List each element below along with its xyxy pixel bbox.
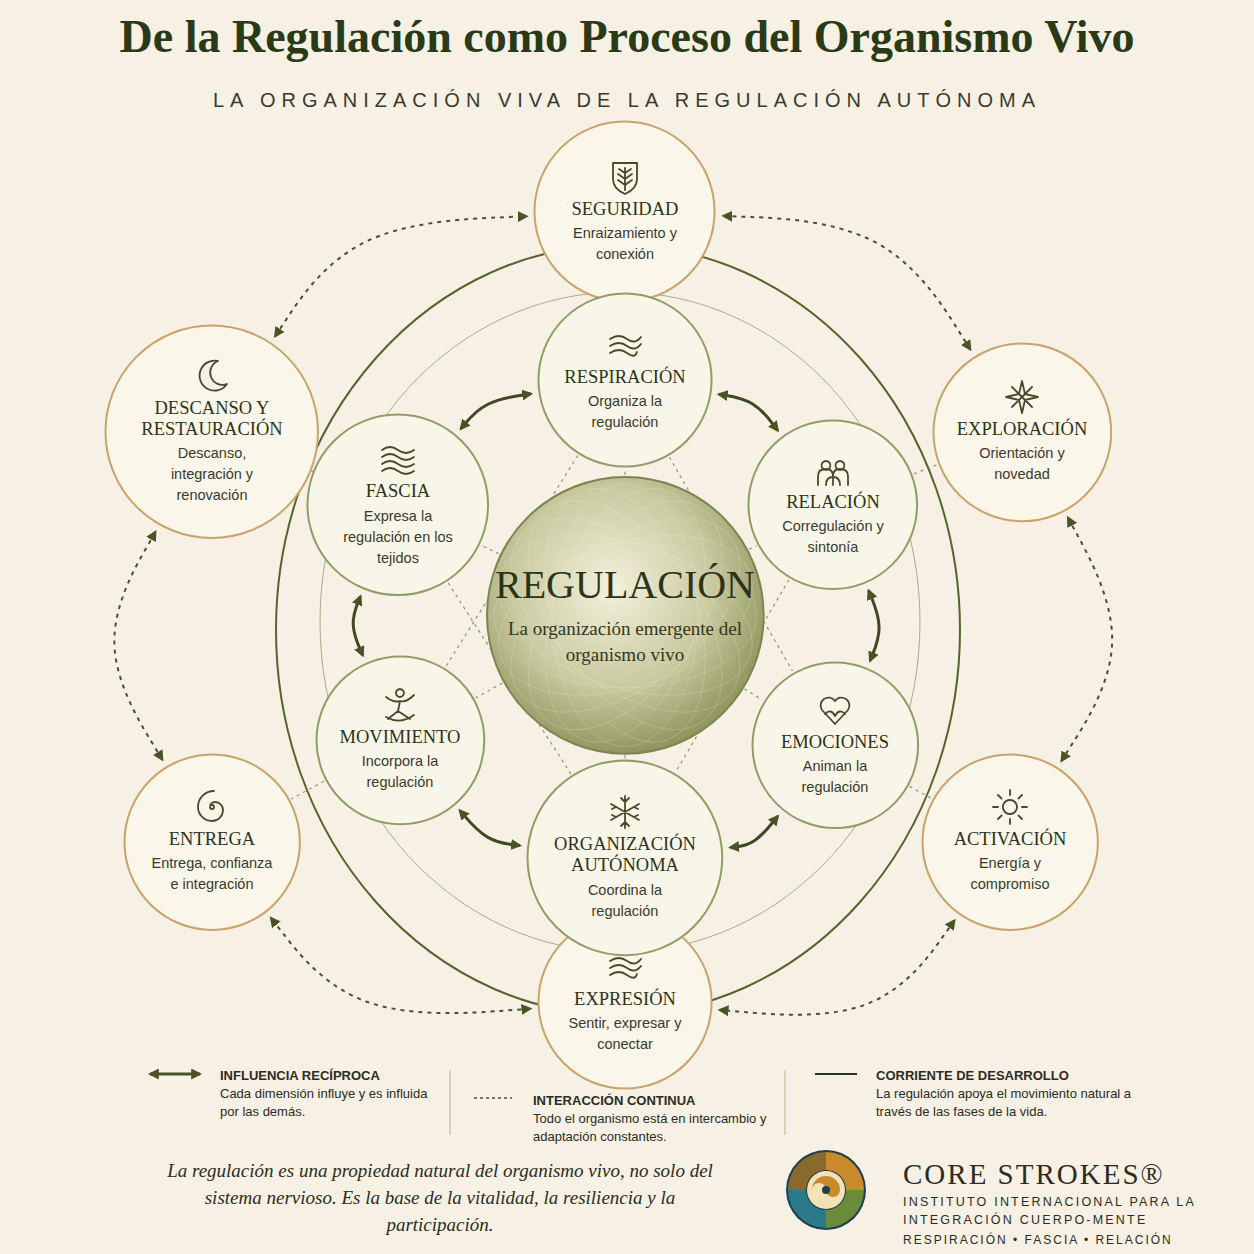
node-description: Incorpora la regulación (341, 751, 459, 793)
legend-separator (785, 1070, 786, 1135)
dimension-circle: RELACIÓN Corregulación y sintonía (747, 419, 919, 591)
dimension-circle: FASCIA Expresa la regulación en los tejid… (306, 413, 490, 597)
node-description: Energía y compromiso (946, 853, 1074, 895)
phase-circle: ACTIVACIÓN Energía y compromiso (921, 753, 1099, 931)
node-description: Expresa la regulación en los tejidos (340, 506, 455, 569)
influence-arrow (461, 394, 531, 429)
node-heading: ORGANIZACIÓN AUTÓNOMA (554, 834, 696, 877)
circle-outline (486, 476, 765, 755)
legend-heading: INTERACCIÓN CONTINUA (533, 1093, 696, 1108)
influence-arrow (275, 216, 526, 336)
influence-arrow (730, 816, 777, 847)
wind-icon (607, 327, 643, 363)
legend-description: Todo el organismo está en intercambio y … (533, 1110, 773, 1146)
spiral-icon (194, 789, 230, 825)
influence-arrow (719, 394, 778, 430)
legend-item: CORRIENTE DE DESARROLLO (876, 1066, 1069, 1084)
node-heading: EMOCIONES (781, 732, 889, 753)
compass-icon (1004, 379, 1040, 415)
people-icon (815, 452, 851, 488)
phase-circle: ENTREGA Entrega, confianza e integración (123, 753, 301, 931)
legend-description: La regulación apoya el movimiento natura… (876, 1085, 1141, 1121)
subtitle: LA ORGANIZACIÓN VIVA DE LA REGULACIÓN AU… (0, 86, 1254, 114)
node-heading: ACTIVACIÓN (954, 829, 1067, 850)
node-description: Coordina la regulación (557, 880, 692, 922)
sun-icon (992, 789, 1028, 825)
phase-circle: DESCANSO Y RESTAURACIÓNDescanso, integra… (104, 324, 319, 539)
node-description: Animan la regulación (777, 756, 892, 798)
waves-icon (380, 441, 416, 477)
dimension-circle: EMOCIONES Animan la regulación (751, 661, 920, 830)
node-heading: EXPLORACIÓN (957, 419, 1088, 440)
heart-icon (817, 692, 853, 728)
phase-circle: SEGURIDAD Enraizamiento y conexión (533, 120, 716, 303)
node-description: Descanso, integración y renovación (142, 443, 281, 506)
legend-solid-sample (815, 1073, 857, 1075)
caption: La regulación es una propiedad natural d… (150, 1158, 730, 1239)
node-heading: RESPIRACIÓN (564, 367, 685, 388)
legend-separator (450, 1070, 451, 1135)
influence-arrow (869, 591, 879, 661)
node-heading: REGULACIÓN (495, 562, 755, 608)
interaction-line (749, 546, 756, 550)
center-circle: REGULACIÓN La organización emergente del … (486, 476, 765, 755)
dimension-circle: ORGANIZACIÓN AUTÓNOMACoordina la regulac… (526, 759, 724, 957)
legend-arrow-sample (150, 1073, 200, 1076)
legend-item: INTERACCIÓN CONTINUA (533, 1091, 696, 1109)
interaction-line (476, 683, 503, 698)
node-description: Sentir, expresar y conectar (562, 1013, 687, 1055)
node-heading: ENTREGA (169, 829, 255, 850)
node-description: Entrega, confianza e integración (148, 853, 276, 895)
legend-heading: INFLUENCIA RECÍPROCA (220, 1068, 380, 1083)
phase-circle: EXPLORACIÓN Orientación y novedad (932, 342, 1113, 523)
legend-dashed-sample (474, 1097, 512, 1099)
node-heading: SEGURIDAD (572, 199, 679, 220)
node-heading: EXPRESIÓN (574, 989, 676, 1010)
legend-item: INFLUENCIA RECÍPROCA (220, 1066, 380, 1084)
snow-icon (607, 794, 643, 830)
node-description: La organización emergente del organismo … (502, 616, 747, 667)
influence-arrow (353, 596, 363, 655)
influence-arrow (114, 532, 162, 760)
node-heading: FASCIA (366, 481, 430, 502)
moon-icon (194, 358, 230, 394)
influence-arrow (723, 216, 970, 350)
interaction-line (910, 786, 932, 798)
influence-arrow (271, 918, 530, 1013)
leaf-icon (607, 159, 643, 195)
brand-tagline: INSTITUTO INTERNACIONAL PARA LA INTEGRAC… (903, 1194, 1203, 1229)
node-description: Corregulación y sintonía (773, 516, 892, 558)
interaction-line (291, 781, 324, 799)
dimension-circle: RESPIRACIÓN Organiza la regulación (537, 292, 713, 468)
node-description: Orientación y novedad (956, 443, 1087, 485)
development-current (276, 245, 960, 1015)
dimension-circle: MOVIMIENTO Incorpora la regulación (315, 655, 486, 826)
legend-description: Cada dimensión influye y es influida por… (220, 1085, 430, 1121)
node-description: Organiza la regulación (562, 391, 687, 433)
influence-arrow (460, 810, 520, 845)
interaction-line (624, 755, 625, 758)
node-heading: DESCANSO Y RESTAURACIÓN (141, 398, 282, 441)
person-icon (382, 687, 418, 723)
title: De la Regulación como Proceso del Organi… (0, 10, 1254, 63)
influence-arrow (1062, 518, 1113, 761)
logo-swirl (786, 1150, 866, 1230)
influence-arrow (720, 920, 955, 1014)
interaction-line (481, 545, 498, 553)
circle-outline (306, 413, 490, 597)
node-heading: RELACIÓN (786, 492, 880, 513)
brand-name: CORE STROKES® (903, 1154, 1233, 1195)
node-description: Enraizamiento y conexión (558, 223, 692, 265)
interaction-line (624, 469, 625, 475)
brand-pillars: RESPIRACIÓN • FASCIA • RELACIÓN (903, 1232, 1233, 1249)
interaction-line (914, 465, 937, 474)
node-heading: MOVIMIENTO (340, 727, 461, 748)
inner-current (320, 292, 920, 952)
interaction-line (744, 689, 762, 700)
legend-heading: CORRIENTE DE DESARROLLO (876, 1068, 1069, 1083)
